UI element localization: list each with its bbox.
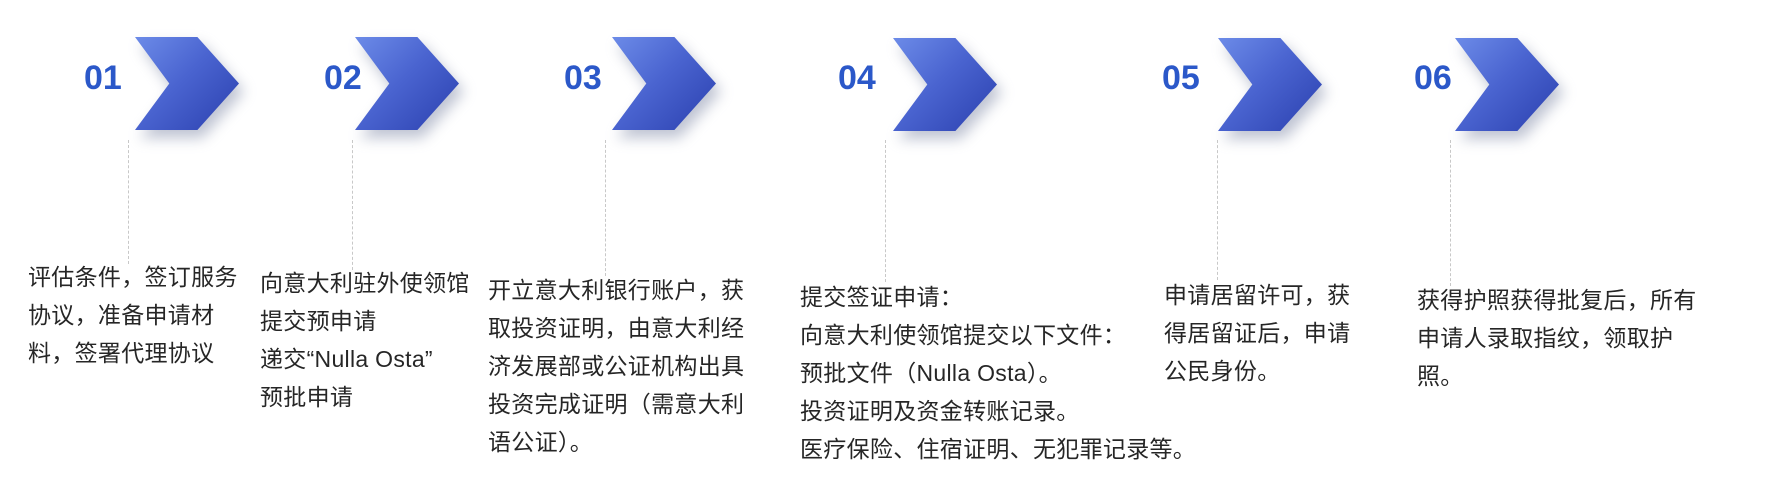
step-number: 05 (1162, 59, 1200, 97)
step-number: 01 (84, 59, 122, 97)
connector-line (352, 140, 353, 270)
chevron-arrow-icon (355, 37, 459, 130)
chevron-arrow-icon (612, 37, 716, 130)
step-description: 评估条件，签订服务 协议，准备申请材 料，签署代理协议 (28, 264, 238, 366)
step-number: 03 (564, 59, 602, 97)
step-description: 向意大利驻外使领馆 提交预申请 递交“Nulla Osta” 预批申请 (260, 270, 470, 410)
connector-line (1217, 140, 1218, 280)
chevron-arrow-icon (893, 38, 997, 131)
step-description: 开立意大利银行账户，获 取投资证明，由意大利经 济发展部或公证机构出具 投资完成… (488, 277, 745, 455)
connector-line (128, 140, 129, 264)
connector-line (1450, 140, 1451, 286)
step-description: 申请居留许可，获 得居留证后，申请 公民身份。 (1164, 282, 1351, 384)
connector-line (885, 140, 886, 282)
step-description: 提交签证申请： 向意大利使领馆提交以下文件： 预批文件（Nulla Osta）。… (800, 284, 1197, 462)
step-number: 04 (838, 59, 876, 97)
connector-line (605, 140, 606, 276)
chevron-arrow-icon (135, 37, 239, 130)
step-number: 06 (1414, 59, 1452, 97)
step-description: 获得护照获得批复后，所有 申请人录取指纹，领取护 照。 (1417, 287, 1697, 389)
step-number: 02 (324, 59, 362, 97)
chevron-arrow-icon (1218, 38, 1322, 131)
chevron-arrow-icon (1455, 38, 1559, 131)
